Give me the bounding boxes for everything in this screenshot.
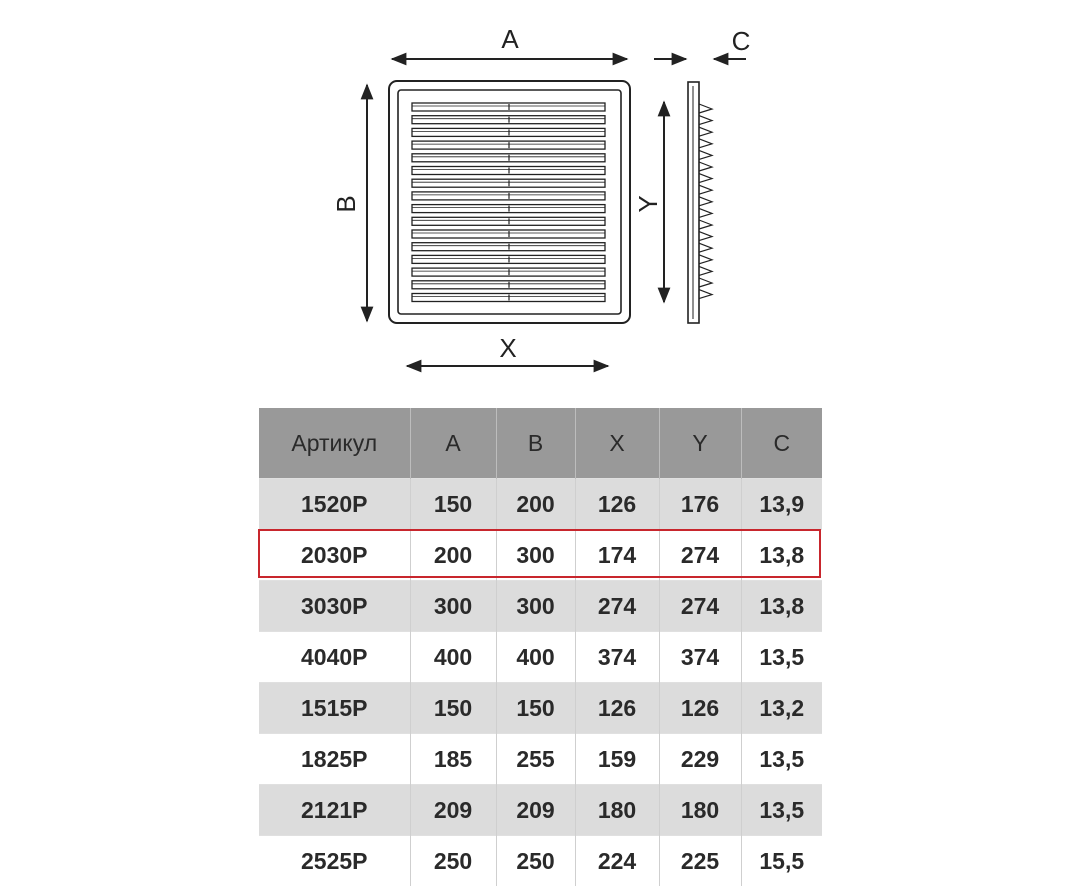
article-cell: 2121Р	[259, 784, 411, 836]
value-cell: 209	[496, 784, 576, 836]
value-cell: 300	[496, 529, 576, 581]
article-cell: 2030Р	[259, 529, 411, 581]
value-cell: 255	[496, 733, 576, 785]
dimension-a-label: A	[501, 24, 519, 54]
header-a: A	[410, 408, 497, 479]
louver-slat	[411, 191, 606, 201]
grille-outer-frame	[388, 80, 631, 324]
louver-slat	[411, 127, 606, 138]
louver-slat	[411, 140, 606, 150]
value-cell: 374	[575, 631, 660, 683]
value-cell: 126	[659, 682, 742, 734]
value-cell: 225	[659, 835, 742, 886]
grille-side-view	[687, 81, 714, 324]
louver-slat	[411, 229, 606, 239]
value-cell: 250	[410, 835, 497, 886]
article-cell: 1515Р	[259, 682, 411, 734]
louver-slat	[411, 102, 606, 112]
grille-diagram: A B X Y C	[331, 24, 751, 373]
article-cell: 2525Р	[259, 835, 411, 886]
article-cell: 4040Р	[259, 631, 411, 683]
louver-slat	[411, 216, 606, 226]
value-cell: 224	[575, 835, 660, 886]
value-cell: 126	[575, 478, 660, 530]
value-cell: 200	[496, 478, 576, 530]
header-b: B	[496, 408, 576, 479]
header-y: Y	[659, 408, 742, 479]
value-cell: 250	[496, 835, 576, 886]
dimension-x-label: X	[499, 333, 516, 363]
value-cell: 200	[410, 529, 497, 581]
value-cell: 229	[659, 733, 742, 785]
value-cell: 185	[410, 733, 497, 785]
value-cell: 274	[659, 529, 742, 581]
louver-slat	[411, 254, 606, 265]
value-cell: 274	[575, 580, 660, 632]
value-cell: 126	[575, 682, 660, 734]
louver-slat	[411, 267, 606, 277]
header-article: Артикул	[259, 408, 411, 479]
value-cell: 13,5	[741, 631, 822, 683]
value-cell: 13,2	[741, 682, 822, 734]
value-cell: 150	[410, 682, 497, 734]
value-cell: 180	[575, 784, 660, 836]
value-cell: 400	[410, 631, 497, 683]
value-cell: 13,8	[741, 529, 822, 581]
dimension-c-label: C	[732, 26, 751, 56]
louver-slat	[411, 115, 606, 125]
grille-louvers	[411, 102, 606, 303]
louver-slat	[411, 292, 606, 303]
value-cell: 13,5	[741, 784, 822, 836]
value-cell: 159	[575, 733, 660, 785]
value-cell: 13,5	[741, 733, 822, 785]
value-cell: 174	[575, 529, 660, 581]
value-cell: 209	[410, 784, 497, 836]
louver-slat	[411, 153, 606, 163]
article-cell: 3030Р	[259, 580, 411, 632]
louver-slat	[411, 242, 606, 252]
value-cell: 150	[410, 478, 497, 530]
value-cell: 13,9	[741, 478, 822, 530]
article-cell: 1520Р	[259, 478, 411, 530]
louver-slat	[411, 280, 606, 290]
value-cell: 180	[659, 784, 742, 836]
louver-slat	[411, 165, 606, 176]
value-cell: 374	[659, 631, 742, 683]
value-cell: 400	[496, 631, 576, 683]
louver-slat	[411, 203, 606, 214]
header-c: C	[741, 408, 822, 479]
article-cell: 1825Р	[259, 733, 411, 785]
header-x: X	[575, 408, 660, 479]
louver-slat	[411, 178, 606, 188]
dimension-b-label: B	[331, 195, 361, 212]
value-cell: 300	[410, 580, 497, 632]
value-cell: 300	[496, 580, 576, 632]
value-cell: 13,8	[741, 580, 822, 632]
value-cell: 150	[496, 682, 576, 734]
dimension-y-label: Y	[633, 195, 663, 212]
value-cell: 274	[659, 580, 742, 632]
value-cell: 15,5	[741, 835, 822, 886]
value-cell: 176	[659, 478, 742, 530]
grille-inner-frame	[397, 89, 622, 315]
